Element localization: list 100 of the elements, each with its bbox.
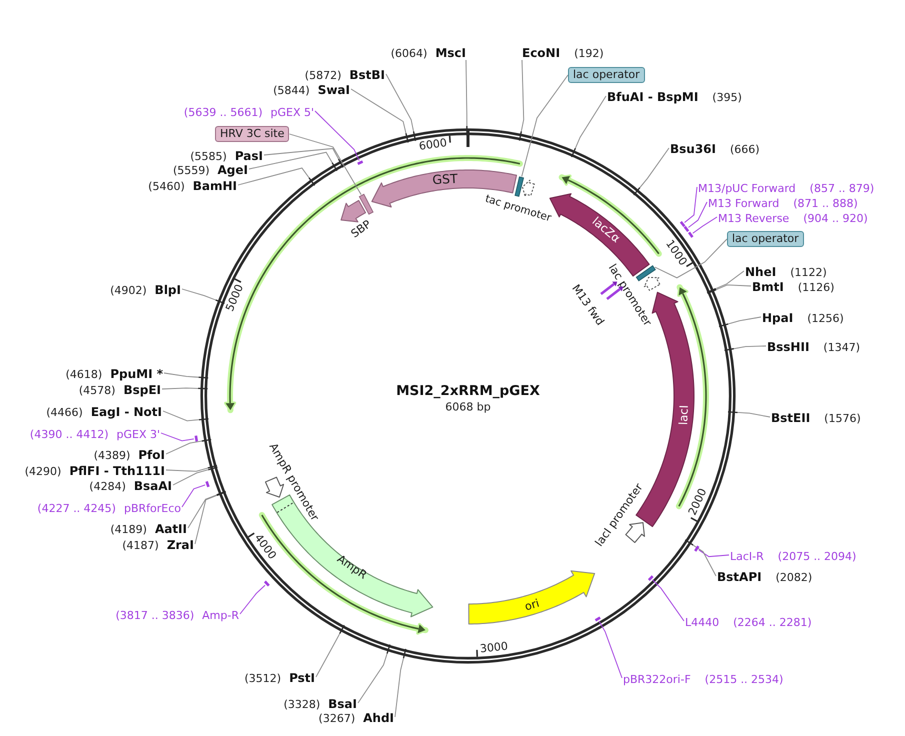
primer-site-mark [647, 574, 655, 582]
site-position: (4187) [122, 539, 159, 552]
enzyme-name: PflFI - Tth111I [69, 464, 165, 478]
primer-name: M13 Forward [708, 197, 780, 210]
feature-callout: lac operator [568, 67, 645, 83]
site-position: (4578) [78, 384, 116, 397]
primer-position: (904 .. 920) [803, 212, 868, 225]
leader-line [520, 60, 524, 132]
enzyme-name: EcoNI [522, 46, 560, 60]
site-position: (666) [730, 143, 760, 156]
cut-site-mark [338, 624, 346, 635]
primer-name: L4440 [685, 616, 720, 629]
cut-site-mark [331, 161, 338, 172]
leader-line [248, 152, 333, 170]
feature-label: lacI [677, 404, 691, 426]
primer-site-mark [683, 225, 690, 233]
leader-line [350, 88, 406, 134]
primer-position: (4390 .. 4412) [30, 428, 108, 441]
primer-position: (3817 .. 3836) [116, 609, 194, 622]
leader-line [238, 168, 310, 186]
operator-mark [514, 175, 525, 198]
cut-site-mark [684, 538, 695, 547]
scale-label: 5000 [224, 282, 246, 314]
site-position: (2082) [776, 571, 812, 584]
leader-line [692, 216, 718, 234]
plasmid-name: MSI2_2xRRM_pGEX [396, 383, 540, 399]
primer-position: (871 .. 888) [793, 197, 858, 210]
leader-line [698, 550, 730, 558]
primer-site-mark [593, 616, 602, 622]
scale-label: 2000 [686, 486, 709, 518]
cut-site-mark [404, 132, 410, 144]
leader-line [162, 410, 200, 422]
site-position: (4902) [110, 284, 147, 297]
site-position: (6064) [390, 47, 428, 60]
site-position: (1576) [824, 412, 861, 425]
enzyme-name: SwaI [318, 83, 350, 97]
primer-name: pBRforEco [124, 502, 181, 515]
leader-line [692, 544, 716, 576]
primer-site-mark [194, 434, 199, 443]
site-position: (1347) [823, 341, 860, 354]
enzyme-name: BstEII [771, 411, 810, 425]
leader-line [240, 584, 266, 614]
enzyme-name: PstI [289, 671, 315, 685]
cut-site-mark [214, 298, 226, 305]
enzyme-name: ZraI [166, 538, 194, 552]
primer-name: Amp-R [202, 609, 239, 622]
enzyme-name: BstBI [349, 68, 385, 82]
enzyme-name: MscI [435, 46, 466, 60]
cut-site-mark [727, 410, 739, 414]
primer-name: pBR322ori-F [623, 673, 691, 686]
cut-site-mark [518, 130, 523, 142]
scale-label: 3000 [479, 640, 508, 656]
enzyme-name: HpaI [762, 311, 794, 325]
operator-mark [635, 264, 657, 282]
enzyme-name: BamHI [192, 179, 237, 193]
primer-name: M13 Reverse [718, 212, 790, 225]
enzyme-name: EagI - NotI [90, 405, 162, 419]
enzyme-name: BssHII [767, 340, 810, 354]
enzyme-name: AgeI [218, 163, 248, 177]
cut-site-mark [207, 466, 219, 471]
site-position: (5872) [304, 69, 342, 82]
site-position: (4389) [94, 449, 130, 462]
leader-line [652, 579, 684, 622]
leader-line [162, 388, 199, 390]
leader-line [466, 60, 468, 126]
primer-site-mark [687, 230, 694, 239]
leader-line [684, 186, 698, 223]
leader-line [314, 110, 360, 161]
primer-position: (2515 .. 2534) [704, 673, 784, 686]
primer-site-mark [679, 220, 686, 228]
leader-line [172, 469, 209, 486]
enzyme-name: BsaAI [134, 479, 172, 493]
leader-line [394, 658, 404, 718]
primer-name: pGEX 5' [270, 106, 314, 119]
primer-position: (857 .. 879) [810, 182, 874, 195]
cut-site-mark [412, 130, 417, 142]
leader-line [574, 96, 606, 149]
enzyme-name: BfuAI - BspMI [607, 90, 698, 104]
cut-site-mark [308, 176, 316, 187]
primer-name: M13/pUC Forward [698, 182, 796, 195]
cut-site-mark [198, 417, 210, 421]
cut-site-mark [337, 158, 345, 169]
feature-callout: HRV 3C site [215, 126, 290, 142]
cut-site-mark [570, 147, 577, 158]
leader-line [654, 238, 728, 278]
leader-line [166, 468, 208, 472]
primer-site-mark [693, 544, 700, 553]
leader-line [639, 148, 670, 188]
site-position: (1126) [798, 281, 834, 294]
cut-site-mark [197, 376, 210, 379]
site-position: (5585) [190, 150, 227, 163]
enzyme-name: Bsu36I [670, 142, 716, 156]
leader-line [164, 372, 200, 378]
leader-line [737, 412, 770, 418]
leader-line [316, 633, 340, 678]
site-position: (3267) [318, 712, 356, 725]
leader-line [598, 620, 622, 678]
cut-site-mark [718, 322, 730, 328]
leader-line [386, 74, 414, 132]
site-position: (395) [712, 91, 742, 104]
